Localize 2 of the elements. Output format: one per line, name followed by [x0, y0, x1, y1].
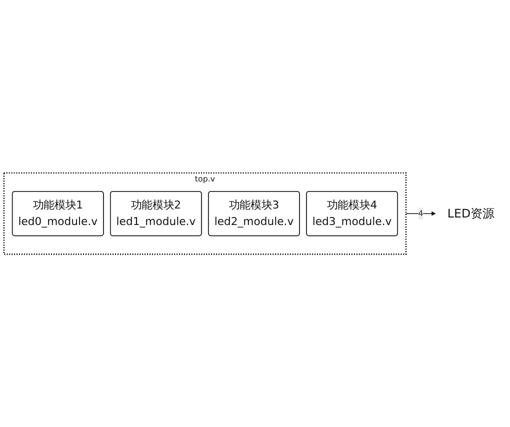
arrow	[406, 211, 436, 216]
node-text: LED资源	[447, 206, 494, 220]
